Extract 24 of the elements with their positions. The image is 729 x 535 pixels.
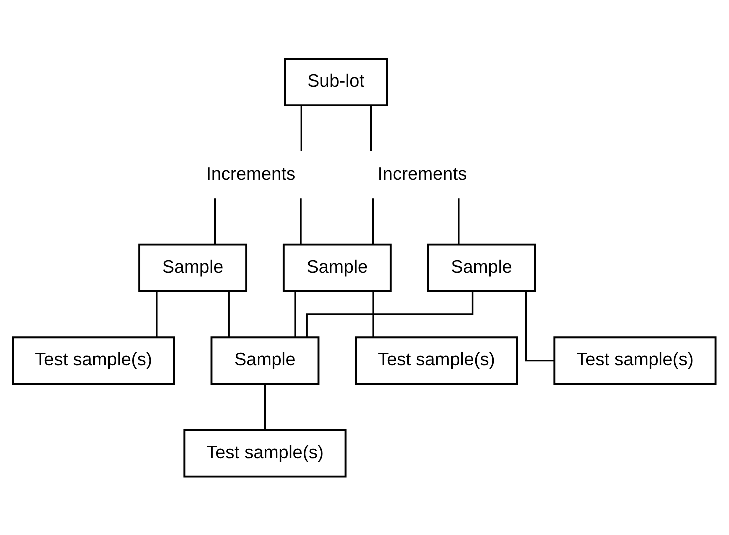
node-box: Sample [138,243,248,292]
node-box: Sample [427,243,536,292]
connector [306,291,474,337]
node-box: Sample [210,336,320,384]
connector [228,290,230,337]
connector [264,384,266,430]
connector [214,198,216,244]
node-text: Increments [206,163,296,184]
connector [372,198,374,244]
node-box: Test sample(s) [554,336,717,384]
connector [300,198,302,244]
node-box: Test sample(s) [12,336,176,384]
connector [156,290,158,337]
node-text: Increments [378,163,468,184]
connector [458,198,460,244]
node-box: Test sample(s) [184,428,347,478]
connector [372,290,374,337]
connector [525,290,554,362]
connector [300,105,302,151]
node-box: Sample [282,243,392,292]
connector [370,105,372,151]
node-box: Test sample(s) [355,336,518,384]
node-box: Sub-lot [284,58,388,106]
connector [294,290,296,337]
